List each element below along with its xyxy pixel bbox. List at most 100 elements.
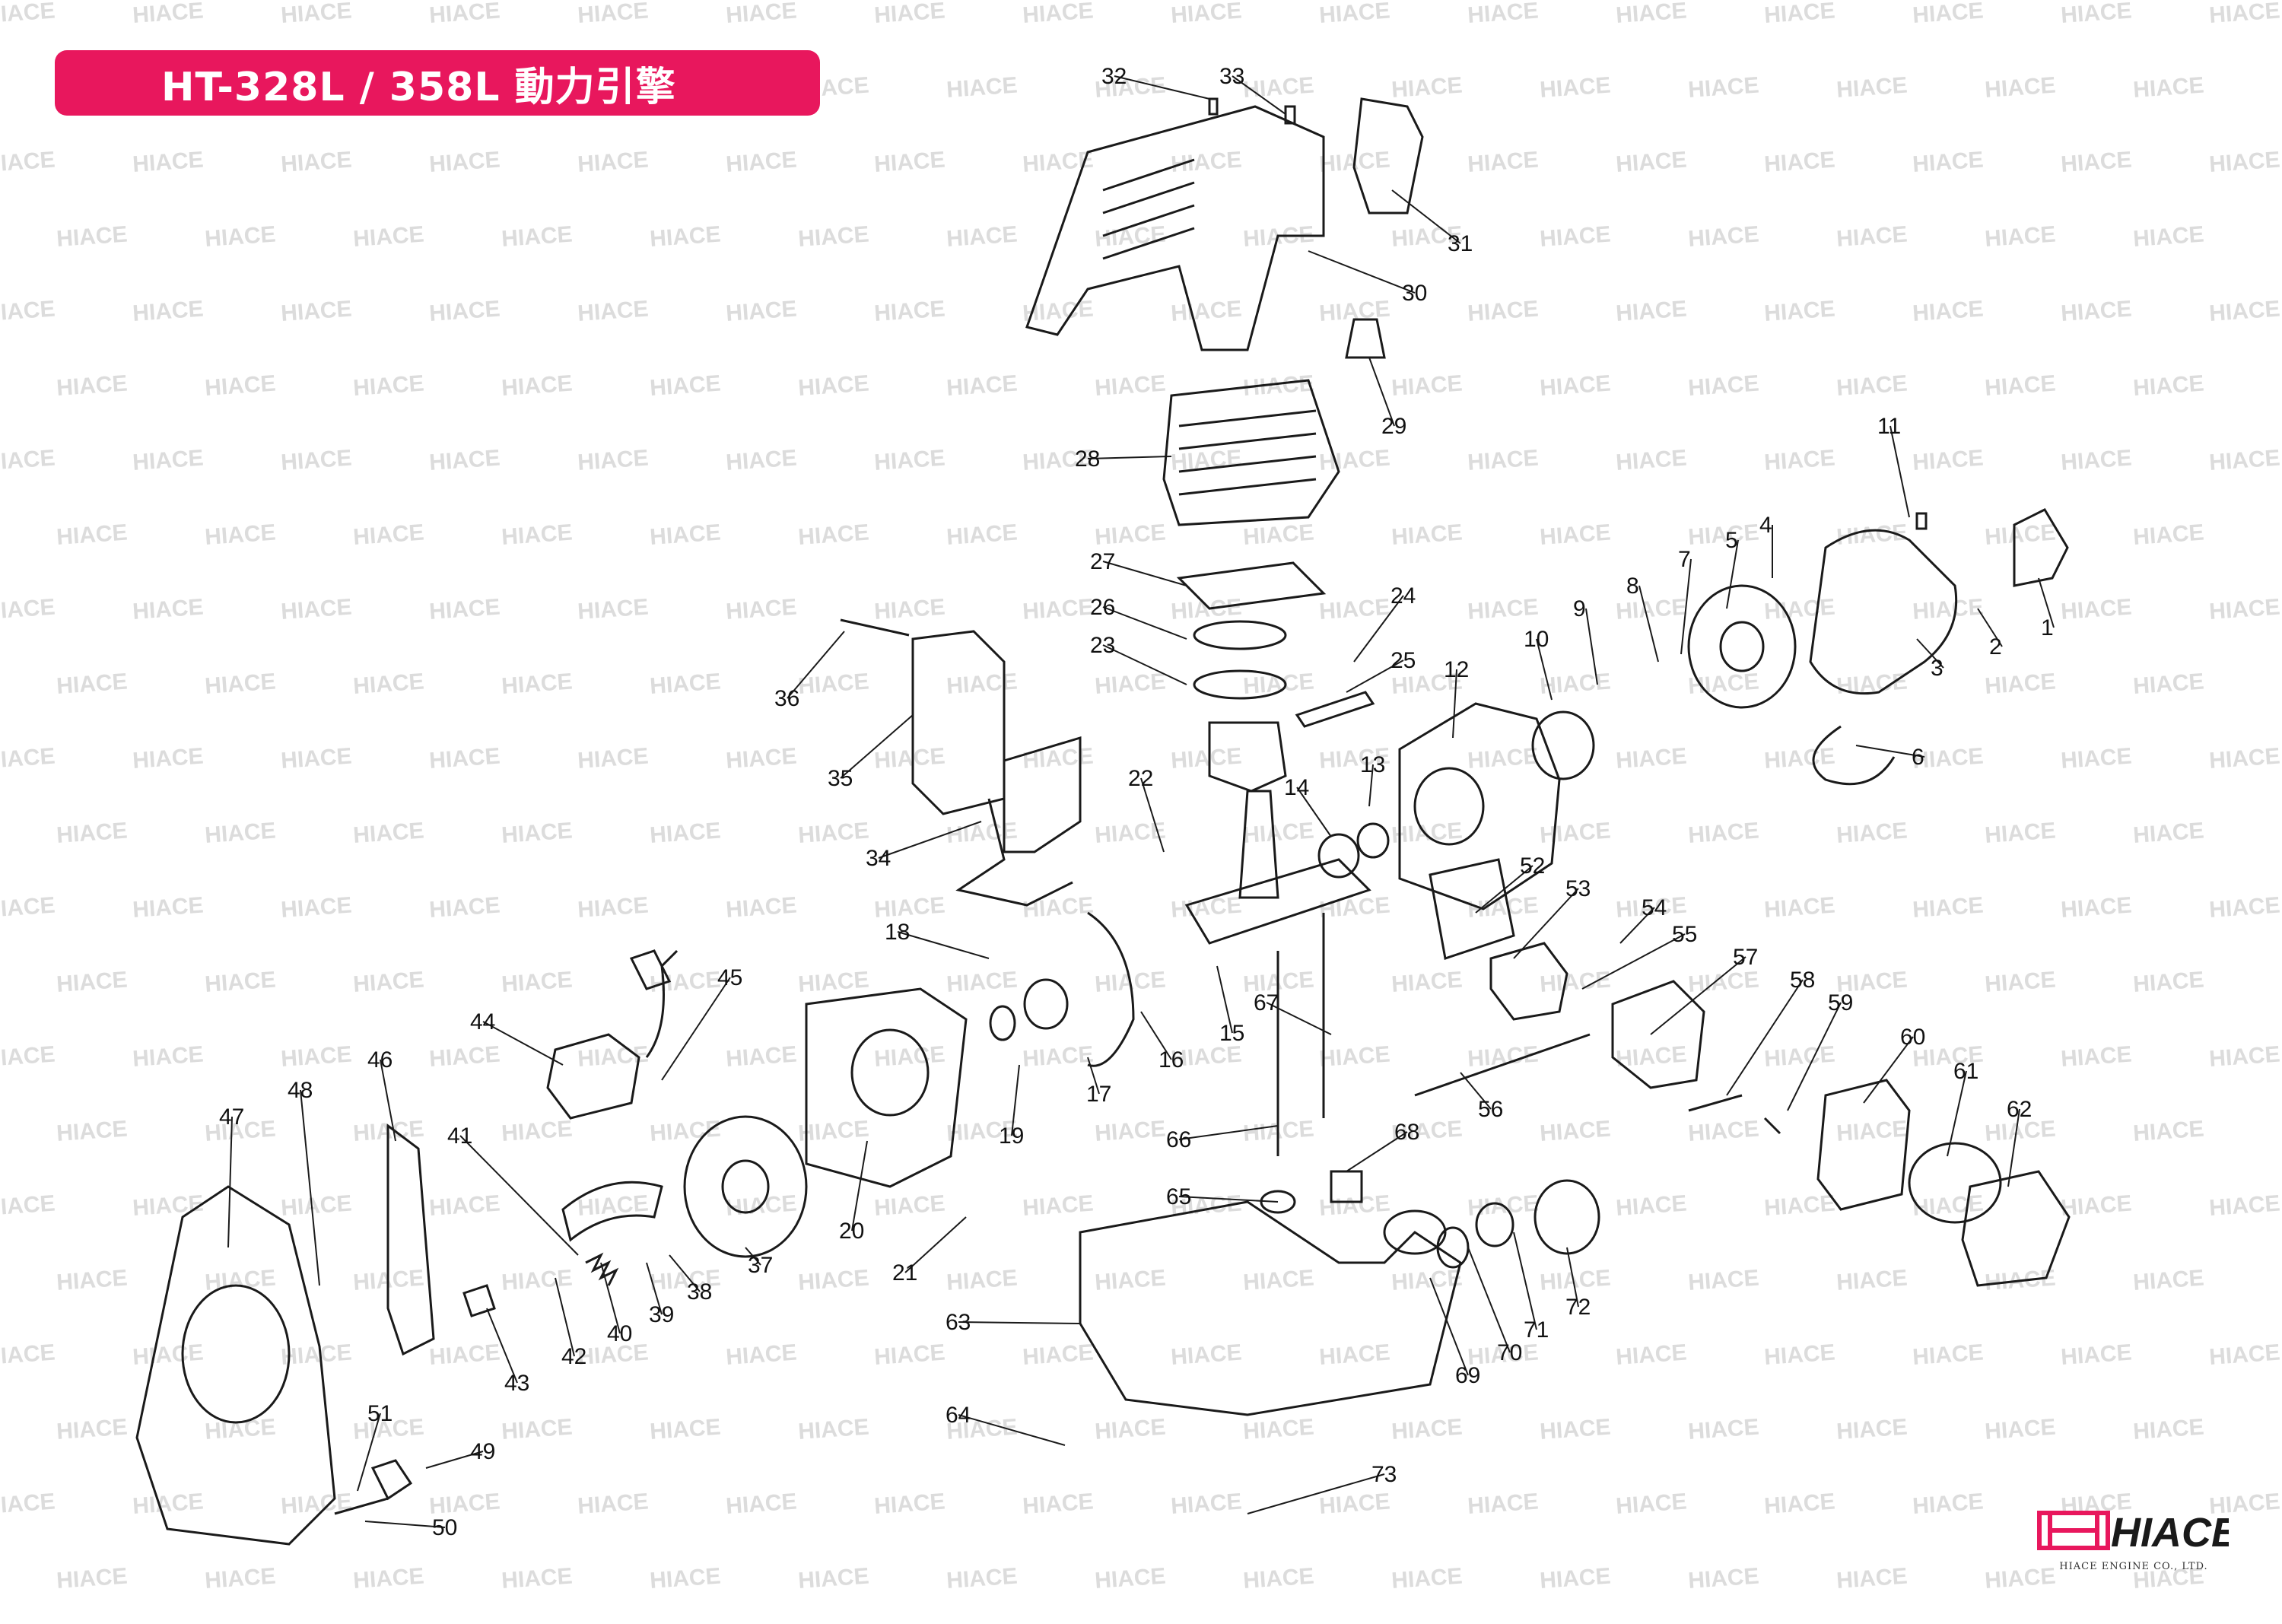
leader-line — [1102, 644, 1187, 685]
leader-line — [1353, 595, 1404, 663]
watermark-text: HIACE — [1094, 1564, 1166, 1594]
leader-line — [1429, 1277, 1469, 1376]
watermark-text: HIACE — [1170, 148, 1242, 177]
watermark-text: HIACE — [946, 1564, 1018, 1594]
watermark-text: HIACE — [501, 669, 573, 699]
part-number-label: 38 — [687, 1279, 712, 1305]
part-number-label: 55 — [1672, 922, 1697, 947]
watermark-text: HIACE — [725, 446, 797, 475]
watermark-text: HIACE — [946, 968, 1018, 997]
watermark-text: HIACE — [501, 968, 573, 997]
fan-housing-knob — [370, 1459, 413, 1501]
leader-line — [1650, 956, 1746, 1035]
watermark-text: HIACE — [1687, 968, 1759, 997]
leader-line — [840, 714, 914, 779]
watermark-text: HIACE — [2132, 1415, 2204, 1444]
watermark-text: HIACE — [577, 446, 649, 475]
watermark-text: HIACE — [1022, 1191, 1094, 1221]
watermark-text: HIACE — [797, 520, 869, 550]
watermark-text: HIACE — [1390, 1564, 1463, 1594]
watermark-text: HIACE — [1318, 1042, 1390, 1072]
watermark-text: HIACE — [1467, 297, 1539, 326]
watermark-text: HIACE — [1467, 1340, 1539, 1370]
leader-line — [1475, 865, 1534, 914]
leader-line — [1308, 250, 1416, 294]
leader-line — [425, 1451, 484, 1469]
watermark-text: HIACE — [56, 669, 128, 699]
part-number-label: 50 — [432, 1515, 457, 1540]
watermark-text: HIACE — [132, 148, 204, 177]
watermark-text: HIACE — [2208, 1191, 2280, 1221]
watermark-text: HIACE — [1912, 148, 1984, 177]
leader-line — [1102, 561, 1187, 586]
watermark-text: HIACE — [132, 1191, 204, 1221]
watermark-text: HIACE — [946, 1415, 1018, 1444]
spark-plug — [1345, 318, 1386, 359]
watermark-text: HIACE — [204, 520, 276, 550]
part-number-label: 36 — [774, 686, 799, 711]
watermark-text: HIACE — [428, 1191, 501, 1221]
watermark-text: HIACE — [725, 1042, 797, 1072]
watermark-text: HIACE — [501, 1415, 573, 1444]
watermark-text: HIACE — [1390, 968, 1463, 997]
part-number-label: 19 — [999, 1123, 1024, 1149]
watermark-text: HIACE — [280, 744, 352, 774]
part-number-label: 18 — [885, 920, 910, 945]
leader-line — [1368, 357, 1395, 427]
leader-line — [1391, 189, 1461, 244]
watermark-text: HIACE — [0, 893, 56, 923]
part-number-label: 69 — [1455, 1363, 1480, 1388]
watermark-text: HIACE — [501, 1266, 573, 1295]
watermark-text: HIACE — [204, 968, 276, 997]
watermark-text: HIACE — [725, 893, 797, 923]
leader-line — [1296, 787, 1332, 837]
leader-line — [1726, 979, 1804, 1096]
watermark-text: HIACE — [2060, 744, 2132, 774]
watermark-text: HIACE — [1687, 371, 1759, 401]
watermark-text: HIACE — [428, 893, 501, 923]
watermark-text: HIACE — [352, 222, 424, 252]
page-title: HT-328L / 358L 動力引擎 — [161, 64, 676, 110]
watermark-text: HIACE — [1022, 297, 1094, 326]
recoil-spring — [1812, 725, 1896, 786]
watermark-text: HIACE — [1763, 1340, 1835, 1370]
part-number-label: 67 — [1254, 990, 1279, 1015]
part-number-label: 3 — [1931, 656, 1944, 681]
ignition-hub — [1531, 710, 1595, 780]
watermark-text: HIACE — [1390, 1117, 1463, 1146]
cover-screw — [1284, 105, 1296, 125]
leader-line — [1452, 669, 1457, 739]
watermark-text: HIACE — [873, 297, 946, 326]
leader-line — [1247, 1473, 1385, 1514]
watermark-text: HIACE — [1539, 818, 1611, 848]
watermark-text: HIACE — [577, 0, 649, 28]
watermark-text: HIACE — [2060, 595, 2132, 624]
throttle-cable — [1414, 1033, 1591, 1097]
leader-line — [486, 1308, 518, 1384]
watermark-text: HIACE — [1318, 744, 1390, 774]
leader-line — [1114, 75, 1210, 100]
watermark-text: HIACE — [1835, 968, 1908, 997]
watermark-text: HIACE — [280, 1191, 352, 1221]
watermark-text: HIACE — [280, 1340, 352, 1370]
leader-line — [1916, 638, 1944, 669]
parts-layer — [135, 97, 2071, 1546]
leader-line — [227, 1116, 233, 1248]
part-number-label: 70 — [1497, 1340, 1522, 1365]
watermark-text: HIACE — [280, 1489, 352, 1519]
piston-pin — [1295, 691, 1375, 728]
brand-logo: HIACE — [2037, 1510, 2229, 1556]
watermark-text: HIACE — [873, 148, 946, 177]
watermark-text: HIACE — [0, 148, 56, 177]
leader-line — [1216, 965, 1233, 1034]
watermark-text: HIACE — [1984, 520, 2056, 550]
watermark-text: HIACE — [797, 1266, 869, 1295]
watermark-text: HIACE — [0, 744, 56, 774]
watermark-text: HIACE — [2280, 520, 2282, 550]
watermark-text: HIACE — [1242, 1415, 1314, 1444]
watermark-text: HIACE — [1763, 744, 1835, 774]
watermark-text: HIACE — [2060, 148, 2132, 177]
watermark-text: HIACE — [132, 1489, 204, 1519]
watermark-text: HIACE — [2208, 148, 2280, 177]
